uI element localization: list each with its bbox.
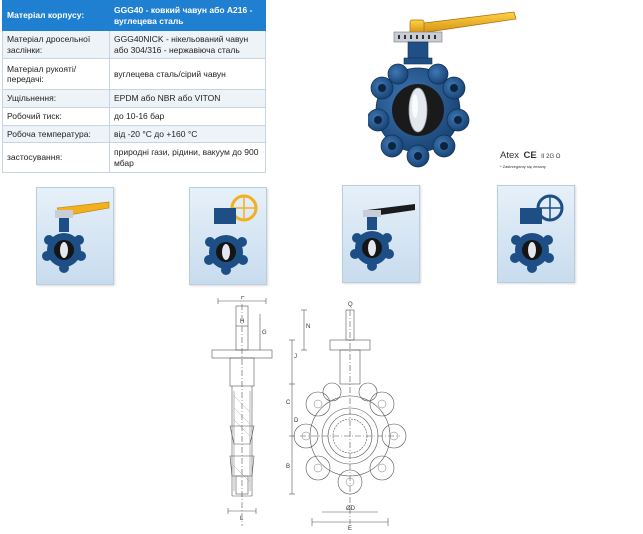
specification-table: Матеріал корпусу: GGG40 - ковкий чавун а… — [2, 0, 266, 174]
dim-label-e: E — [348, 526, 352, 532]
butterfly-valve-black-lever-icon — [342, 185, 420, 283]
front-view — [289, 309, 407, 526]
dim-label-q: Q — [348, 302, 353, 308]
dim-label-b: B — [286, 464, 290, 470]
dim-label-j: J — [294, 354, 297, 360]
butterfly-valve-blue-gearbox-icon — [497, 185, 575, 283]
spec-value: від -20 °C до +160 °C — [109, 124, 266, 144]
spec-label: Робоча температура: — [2, 124, 110, 144]
dim-label-h: H — [240, 319, 244, 325]
spec-value: природні гази, рідини, вакуум до 900 мба… — [109, 142, 266, 174]
dim-label-c: C — [286, 400, 291, 406]
spec-row-body-material: Матеріал корпусу: GGG40 - ковкий чавун а… — [2, 0, 266, 31]
dim-label-f: F — [241, 296, 245, 301]
spec-value: GGG40NICK - нікельований чавун або 304/3… — [109, 29, 266, 60]
spec-label: застосування: — [2, 142, 110, 174]
spec-label: Матеріал корпусу: — [2, 0, 110, 31]
valve-thumb-graphic — [350, 204, 415, 271]
spec-row-seal: Ущільнення: EPDM або NBR або VITON — [2, 89, 266, 108]
certification-note: * Zastrzegamy się zmiany — [500, 164, 546, 169]
spec-row-temperature: Робоча температура: від -20 °C до +160 °… — [2, 124, 266, 144]
valve-thumb-graphic — [510, 194, 564, 273]
dim-label-n: N — [306, 324, 310, 330]
butterfly-valve-lever-image — [368, 11, 517, 168]
dim-label-od: ØD — [346, 506, 356, 512]
valve-thumb-graphic — [204, 194, 258, 275]
butterfly-valve-yellow-gearbox-icon — [189, 187, 267, 285]
spec-row-application: застосування: природні гази, рідини, вак… — [2, 142, 266, 174]
certification-marks: Atex CE II 2G O * Zastrzegamy się zmiany — [500, 145, 560, 169]
spec-label: Матеріал рукояті/ передачі: — [2, 58, 110, 91]
valve-thumb-graphic — [42, 201, 110, 273]
spec-row-handle-material: Матеріал рукояті/ передачі: вуглецева ст… — [2, 58, 266, 91]
spec-row-disc-material: Матеріал дросельної заслінки: GGG40NICK … — [2, 29, 266, 60]
spec-label: Матеріал дросельної заслінки: — [2, 29, 110, 60]
spec-value: до 10-16 бар — [109, 106, 266, 126]
dim-label-d: D — [294, 418, 299, 424]
spec-value: EPDM або NBR або VITON — [109, 89, 266, 108]
side-view — [211, 298, 273, 526]
spec-label: Робочий тиск: — [2, 106, 110, 126]
dim-label-l: L — [240, 516, 244, 522]
dim-label-g: G — [262, 330, 267, 336]
ce-mark: CE — [523, 150, 537, 161]
butterfly-valve-yellow-lever-icon — [36, 187, 114, 285]
spec-value: вуглецева сталь/сірий чавун — [109, 58, 266, 91]
spec-value: GGG40 - ковкий чавун або A216 - вуглецев… — [109, 0, 266, 31]
technical-drawing: F H G L — [211, 296, 407, 532]
spec-label: Ущільнення: — [2, 89, 110, 108]
atex-code: II 2G O — [541, 154, 561, 160]
spec-row-pressure: Робочий тиск: до 10-16 бар — [2, 106, 266, 126]
atex-mark: Atex — [500, 150, 520, 161]
